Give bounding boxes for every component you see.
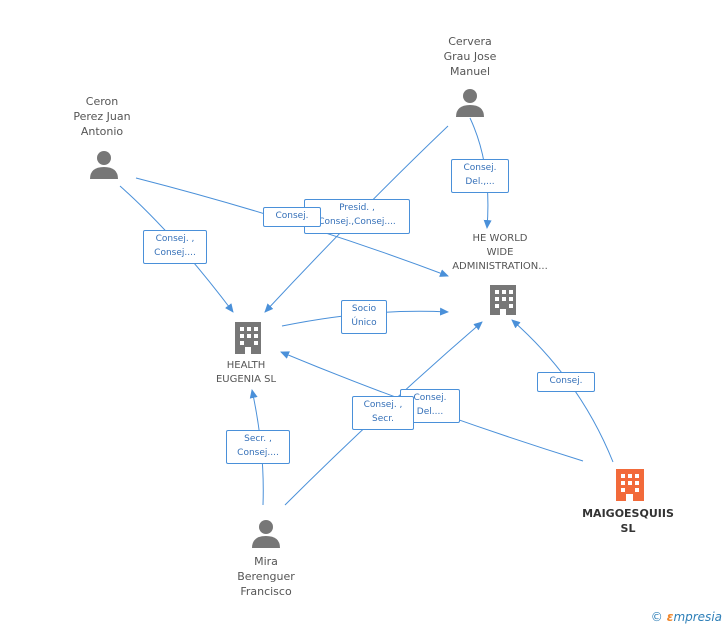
person-icon — [456, 89, 484, 117]
edge-label-mira-health[interactable]: Secr. , Consej.... — [226, 430, 290, 464]
node-label-cervera[interactable]: Cervera Grau Jose Manuel — [443, 35, 497, 78]
node-label-health[interactable]: HEALTH EUGENIA SL — [215, 360, 277, 385]
edge-label-cervera-health[interactable]: Presid. , Consej.,Consej.... — [304, 199, 410, 234]
node-label-mira[interactable]: Mira Berenguer Francisco — [237, 555, 295, 598]
building-icon — [490, 285, 516, 315]
edge-label-ceron-heworld[interactable]: Consej. — [263, 207, 321, 227]
copyright-symbol: © — [650, 610, 663, 624]
building-icon — [616, 469, 644, 501]
person-icon — [252, 520, 280, 548]
edge-label-cervera-heworld[interactable]: Consej. Del.,... — [451, 159, 509, 193]
node-label-maigoesquiis[interactable]: MAIGOESQUIIS SL — [582, 507, 674, 535]
edge-label-maigo-heworld[interactable]: Consej. — [537, 372, 595, 392]
node-label-heworld[interactable]: HE WORLD WIDE ADMINISTRATION... — [452, 233, 548, 272]
person-icon — [90, 151, 118, 179]
node-label-ceron[interactable]: Ceron Perez Juan Antonio — [73, 95, 131, 138]
edge-label-ceron-health[interactable]: Consej. , Consej.... — [143, 230, 207, 264]
brand-logo-text: mpresia — [673, 610, 722, 624]
edge-label-health-heworld[interactable]: Socio Único — [341, 300, 387, 334]
edge-label-mira-heworld[interactable]: Consej. , Secr. — [352, 396, 414, 430]
brand-logo-e: ε — [666, 610, 674, 624]
building-icon — [235, 322, 261, 354]
footer-brand: ©εmpresia — [651, 610, 722, 624]
